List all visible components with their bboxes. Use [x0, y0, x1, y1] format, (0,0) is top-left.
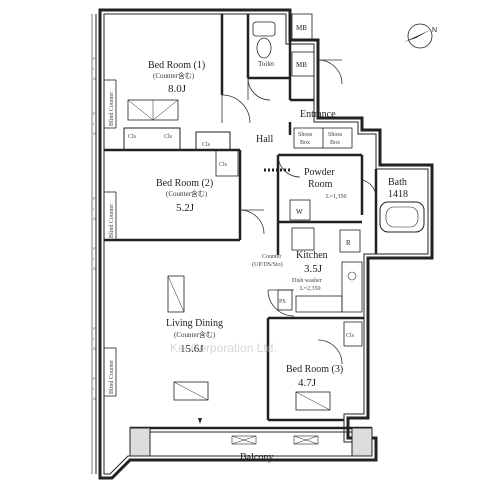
bed3-name: Bed Room (3) [286, 364, 343, 375]
svg-text:F: F [93, 326, 96, 331]
cls5-label: Cls [346, 333, 355, 339]
svg-text:I: I [93, 66, 94, 71]
kitchen: Counter (UP/DS/Sto) Kitchen 3.5J Dish wa… [252, 227, 363, 313]
counter-note: Counter [262, 254, 281, 260]
svg-text:N: N [432, 27, 437, 34]
svg-text:X: X [93, 131, 96, 136]
shoes-box-1-b: Box [300, 140, 310, 146]
facade-markings: FIX FIX FIX FIX FIX FIX [93, 56, 96, 401]
svg-text:X: X [93, 346, 96, 351]
bath-name: Bath [388, 177, 407, 188]
living-note: (Counter含む) [174, 330, 216, 339]
kitchen-name: Kitchen [296, 250, 328, 261]
toilet-name: Toilet [258, 60, 274, 68]
svg-text:X: X [93, 266, 96, 271]
cls4-label: Cls [219, 162, 228, 168]
hall-name: Hall [256, 134, 273, 145]
bed-room-2: Bed Room (2) (Counter含む) 5.2J Cls [156, 149, 239, 214]
svg-text:F: F [93, 56, 96, 61]
svg-text:I: I [93, 386, 94, 391]
powder-name2: Room [308, 179, 333, 190]
cls3-label: Cls [202, 142, 211, 148]
toilet: Toilet [252, 21, 276, 68]
blind-counters: Blind Counter Blind Counter Blind Counte… [103, 79, 117, 397]
svg-text:X: X [93, 396, 96, 401]
fridge-label: R [346, 239, 351, 247]
ps-label: PS [279, 299, 286, 305]
balcony-name: Balcony [240, 452, 273, 463]
mb2-label: MB [296, 61, 307, 69]
bed-room-1: Bed Room (1) (Counter含む) 8.0J Cls Cls Cl… [123, 60, 231, 151]
bed2-size: 5.2J [176, 202, 195, 214]
counter-sub: (UP/DS/Sto) [252, 261, 283, 268]
dishwasher-label: Dish washer [292, 278, 322, 284]
bed1-size: 8.0J [168, 83, 187, 95]
svg-text:X: X [93, 76, 96, 81]
living-name: Living Dining [166, 318, 223, 329]
bath: Bath 1418 [379, 177, 425, 233]
svg-text:I: I [93, 121, 94, 126]
bed1-name: Bed Room (1) [148, 60, 205, 71]
blind-counter-label-1: Blind Counter [109, 92, 115, 126]
svg-text:I: I [93, 336, 94, 341]
powder-room: Powder Room L=1,350 W [264, 167, 347, 221]
cls1-label: Cls [128, 134, 137, 140]
svg-text:F: F [93, 196, 96, 201]
mb1-label: MB [296, 24, 307, 32]
svg-text:I: I [93, 206, 94, 211]
balcony-rail [129, 427, 373, 457]
bath-size: 1418 [388, 189, 408, 200]
shoes-box-1-a: Shoes [298, 132, 313, 138]
bed3-size: 4.7J [298, 377, 317, 389]
dishwasher-dim: L=2,350 [300, 286, 321, 292]
powder-dim: L=1,350 [326, 194, 347, 200]
shoes-box-2-b: Box [330, 140, 340, 146]
svg-text:X: X [93, 216, 96, 221]
bed-room-3: Cls Bed Room (3) 4.7J [286, 321, 363, 411]
powder-name: Powder [304, 167, 335, 178]
bed1-note: (Counter含む) [153, 71, 195, 80]
cls2-label: Cls [164, 134, 173, 140]
living-dining: Living Dining (Counter含む) 15.6J [166, 275, 223, 424]
mb-closets: MB MB [291, 13, 315, 77]
blind-counter-label-3: Blind Counter [109, 360, 115, 394]
blind-counter-label-2: Blind Counter [109, 204, 115, 238]
washer-label: W [296, 208, 303, 216]
balcony: Balcony [231, 435, 319, 463]
watermark: Kei Corporation Ltd. [170, 341, 277, 355]
svg-text:F: F [93, 246, 96, 251]
living-size: 15.6J [180, 343, 204, 355]
svg-text:F: F [93, 111, 96, 116]
kitchen-size: 3.5J [304, 263, 323, 275]
entrance: Entrance Shoes Box Shoes Box [293, 109, 353, 149]
svg-text:F: F [93, 376, 96, 381]
compass-icon: N [404, 23, 437, 49]
bed2-name: Bed Room (2) [156, 178, 213, 189]
svg-text:I: I [93, 256, 94, 261]
entrance-name: Entrance [300, 109, 336, 120]
outer-walls [91, 8, 434, 480]
shoes-box-2-a: Shoes [328, 132, 343, 138]
bed2-note: (Counter含む) [166, 189, 208, 198]
